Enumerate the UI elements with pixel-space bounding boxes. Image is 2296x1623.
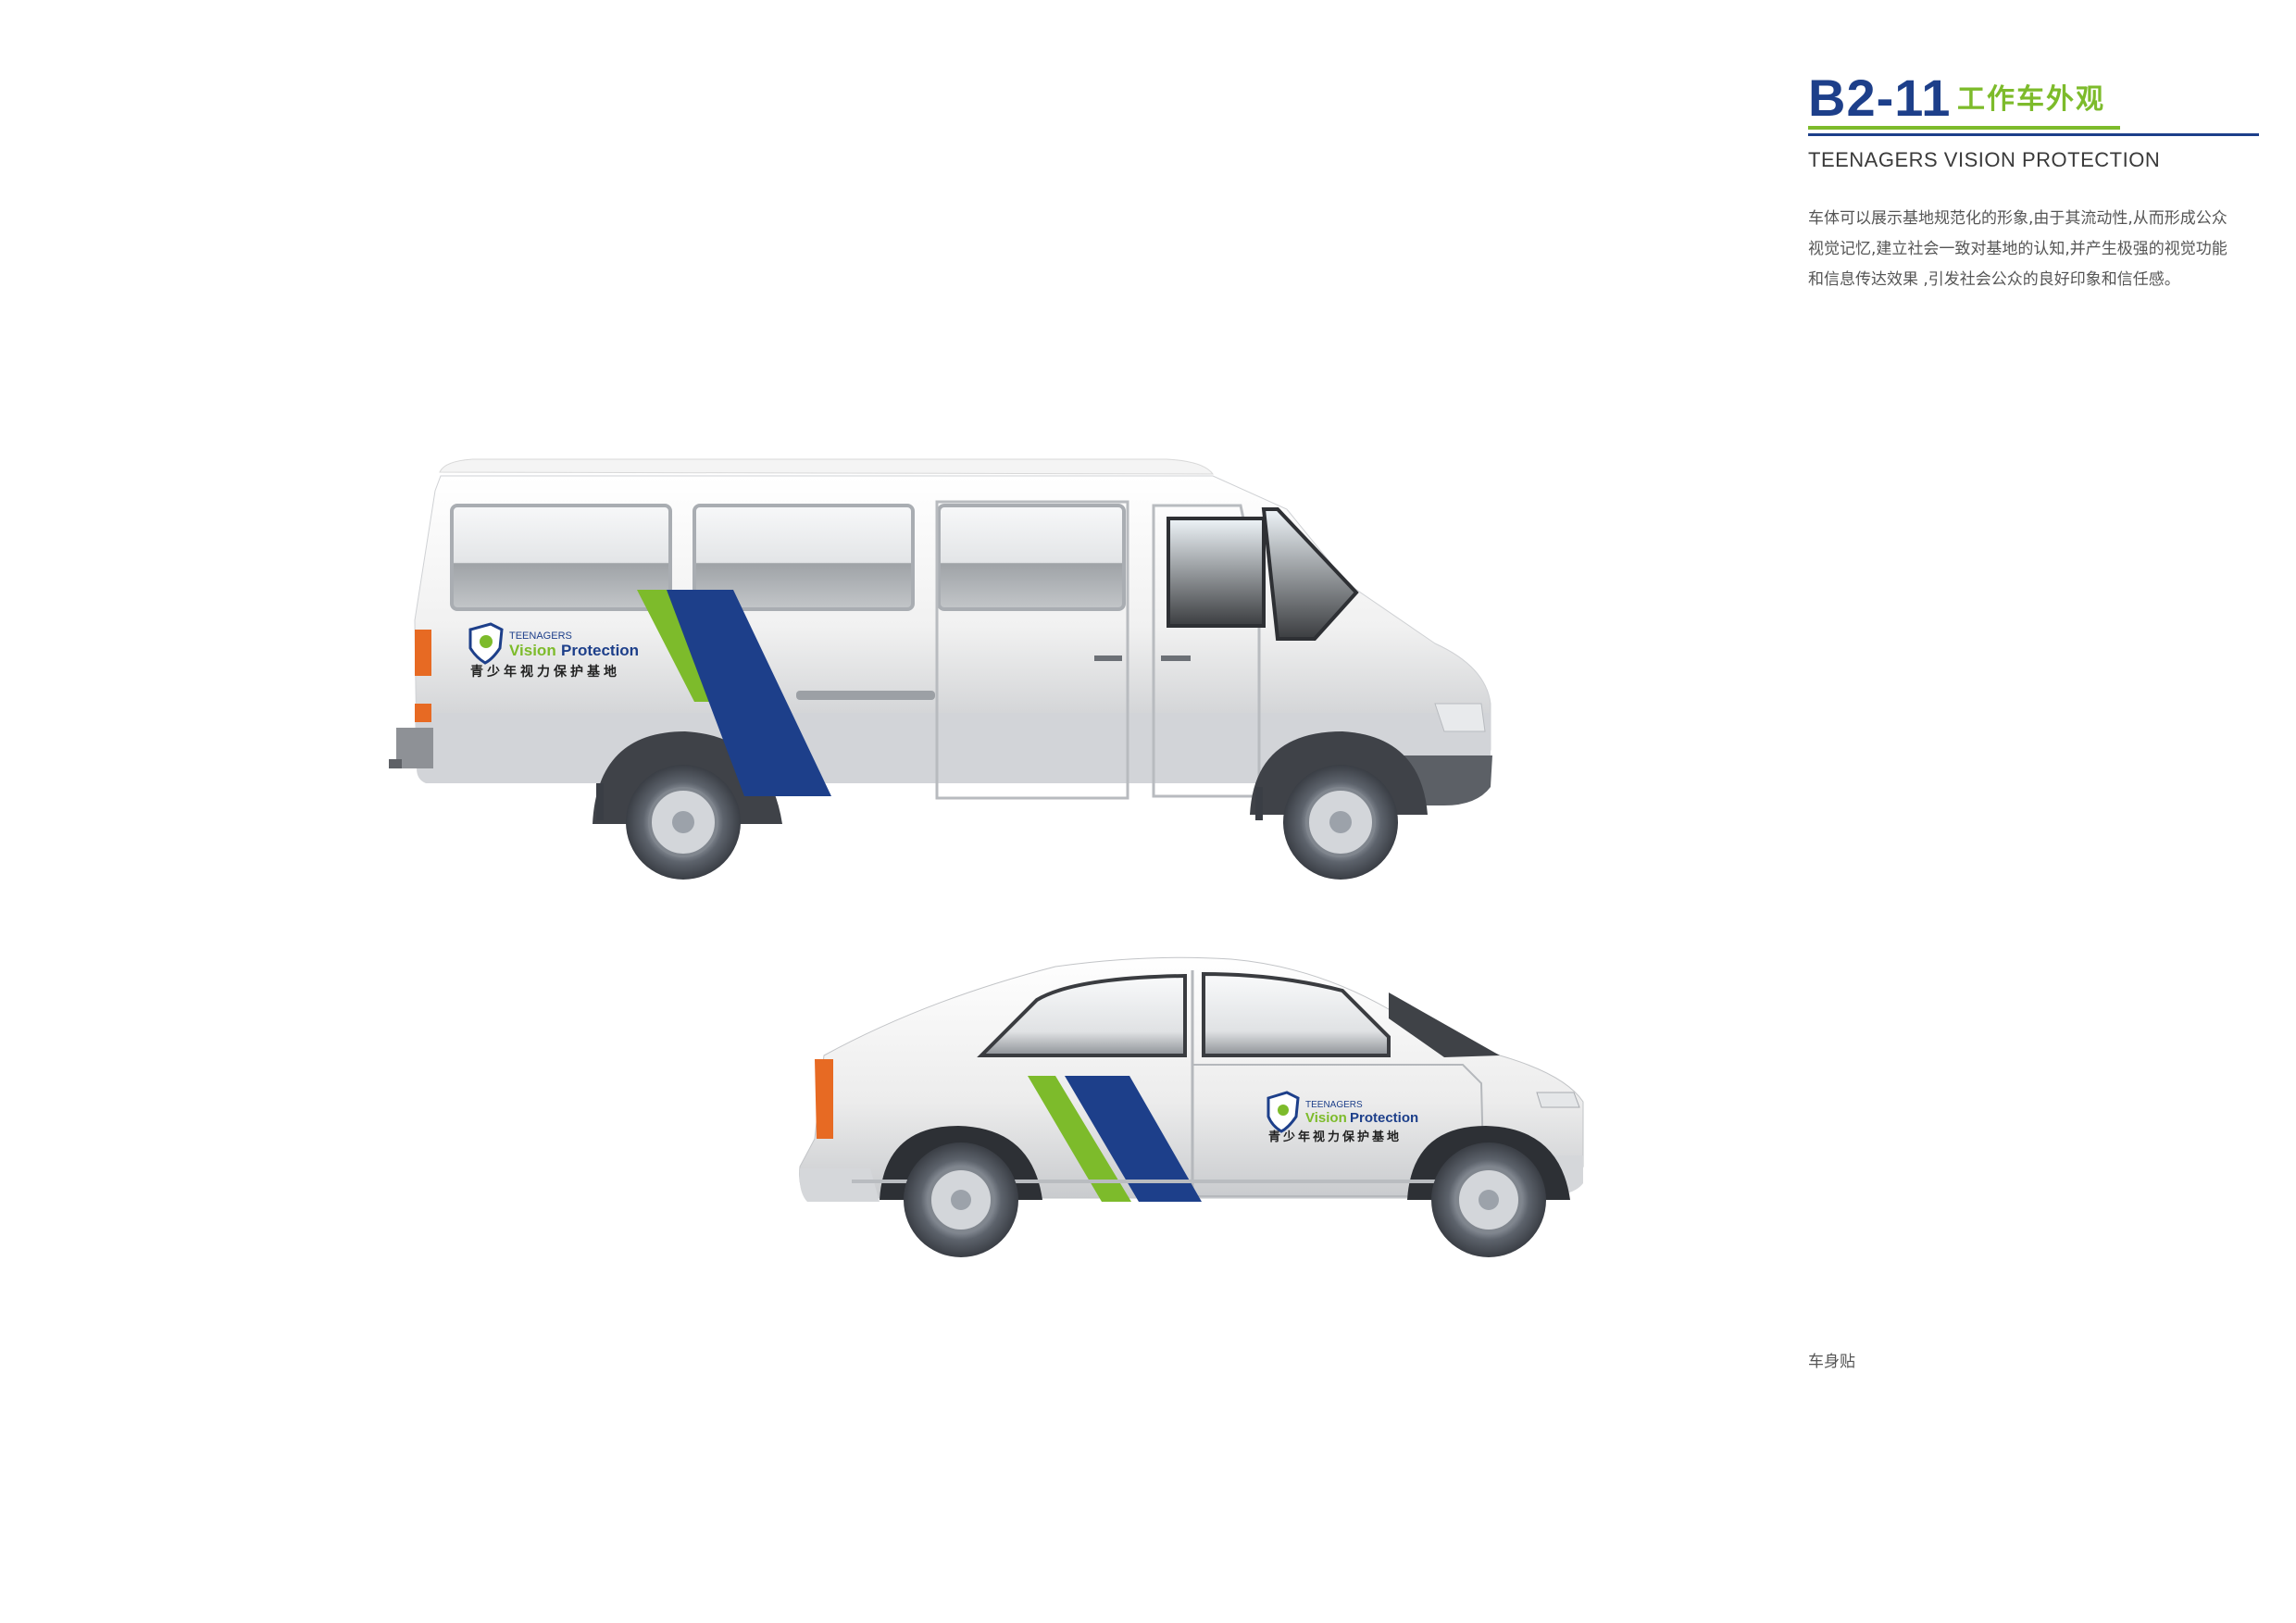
car-logo-vision: Vision	[1305, 1110, 1347, 1126]
van-logo: TEENAGERS Vision Protection 青少年视力保护基地	[468, 622, 639, 680]
description-line-1: 车体可以展示基地规范化的形象,由于其流动性,从而形成公众	[1808, 209, 2227, 228]
green-divider	[1808, 126, 2120, 130]
van-logo-protection: Protection	[561, 642, 639, 659]
car-logo-protection: Protection	[1350, 1110, 1418, 1126]
section-code: B2-11	[1808, 69, 1952, 127]
car-illustration: TEENAGERS Vision Protection 青少年视力保护基地	[799, 956, 1584, 1257]
blue-divider	[1808, 133, 2259, 136]
car-logo-cn: 青少年视力保护基地	[1268, 1130, 1402, 1144]
van-logo-cn: 青少年视力保护基地	[470, 664, 620, 680]
description-line-3: 和信息传达效果 ,引发社会公众的良好印象和信任感。	[1808, 270, 2180, 289]
section-subtitle: TEENAGERS VISION PROTECTION	[1808, 148, 2161, 171]
description-line-2: 视觉记忆,建立社会一致对基地的认知,并产生极强的视觉功能	[1808, 240, 2227, 258]
car-logo-line1: TEENAGERS	[1305, 1100, 1363, 1110]
van-logo-line1: TEENAGERS	[509, 630, 572, 642]
car-logo: TEENAGERS Vision Protection 青少年视力保护基地	[1267, 1091, 1418, 1144]
description-text: 车体可以展示基地规范化的形象,由于其流动性,从而形成公众 视觉记忆,建立社会一致…	[1808, 204, 2259, 295]
figure-caption: 车身贴	[1808, 1353, 1855, 1371]
van-illustration: TEENAGERS Vision Protection 青少年视力保护基地	[389, 458, 1492, 880]
van-logo-vision: Vision	[509, 642, 556, 659]
section-title: 工作车外观	[1957, 84, 2105, 115]
